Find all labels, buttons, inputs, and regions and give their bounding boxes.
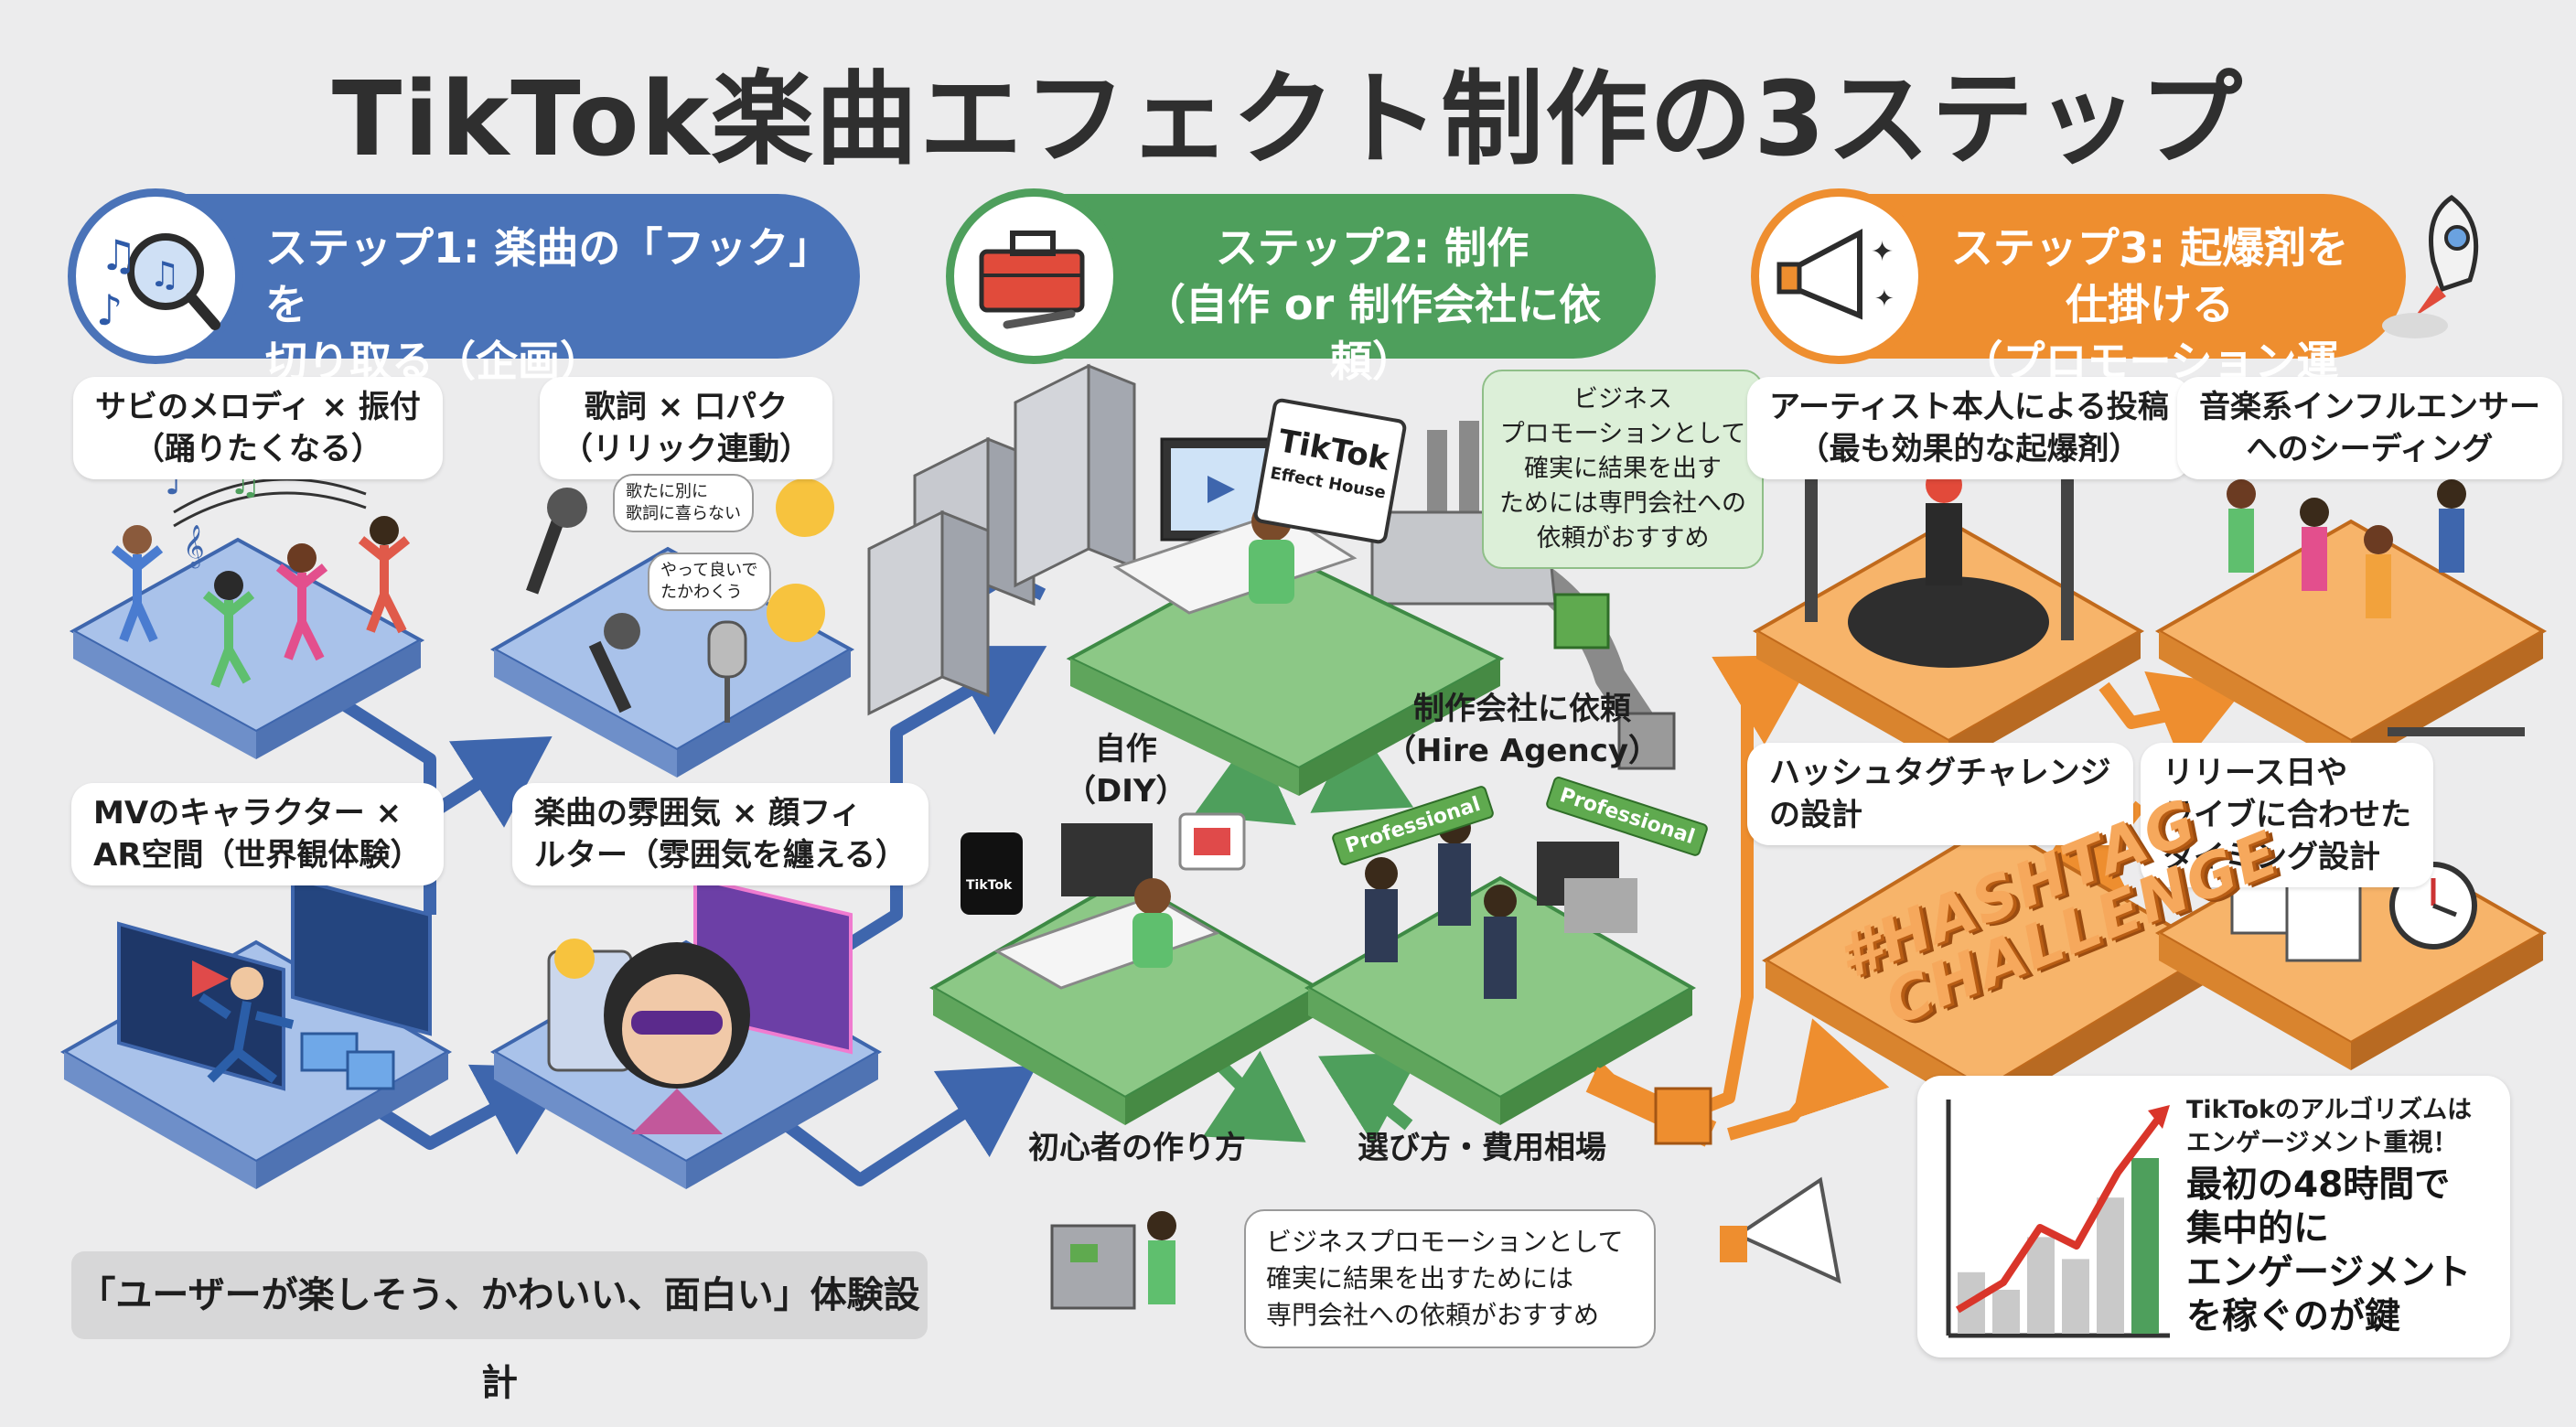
growth-trend-line [1955, 1115, 2163, 1314]
page-title: TikTok楽曲エフェクト制作の3ステップ [331, 60, 2245, 179]
pipe-connector [1585, 1067, 1717, 1147]
growth-bars [1958, 1158, 2159, 1334]
emoji-icons [554, 478, 834, 979]
label-agency: 制作会社に依頼 （Hire Agency） [1385, 691, 1660, 769]
step2-banner: ステップ2: 制作 （自作 or 制作会社に依頼） [946, 188, 1656, 386]
svg-text:♪: ♪ [96, 285, 123, 335]
card-big-line1: 最初の48時間で [2186, 1164, 2451, 1206]
label-dance: サビのメロディ × 振付 （踊りたくなる） [73, 377, 443, 479]
step3-banner-line1: ステップ3: 起爆剤を仕掛ける [1950, 223, 2349, 329]
megaphone-icon: ✦ ✦ [1776, 229, 1894, 320]
growth-chart-icon [1946, 1100, 2170, 1338]
platform-mv [59, 875, 453, 1189]
dancers-illustration [111, 477, 411, 688]
svg-text:✦: ✦ [1871, 236, 1894, 268]
label-timing: リリース日や ライブに合わせた タイミング設計 [2141, 743, 2433, 887]
label-influencer: 音楽系インフルエンサー へのシーディング [2177, 377, 2562, 479]
rocket-icon [2382, 194, 2479, 338]
platform-influencer [2154, 479, 2548, 768]
platform-mood [489, 875, 883, 1189]
step2-banner-line1: ステップ2: 制作 [1215, 223, 1530, 273]
small-desk-illustration [1050, 1211, 1176, 1310]
svg-text:✦: ✦ [1874, 285, 1894, 313]
growth-bar [1992, 1290, 2020, 1334]
platform-diy [928, 812, 1322, 1125]
step2-banner-line2: （自作 or 制作会社に依頼） [1143, 280, 1602, 386]
growth-bar [2062, 1259, 2089, 1334]
card-big-line4: を稼ぐのが鍵 [2186, 1296, 2401, 1337]
svg-text:𝄞: 𝄞 [183, 525, 205, 569]
card-small-line1: TikTokのアルゴリズムは [2186, 1096, 2473, 1124]
label-beginner: 初心者の作り方 [1028, 1130, 1246, 1166]
city-buildings-illustration [867, 363, 1136, 716]
label-hashtag: ハッシュタグチャレンジ の設計 [1747, 743, 2133, 845]
music-search-icon: ♫ ♪ ♫ [96, 231, 220, 335]
label-lyric: 歌詞 × 口パク （リリック連動） [540, 377, 832, 479]
platform-agency [1304, 811, 1697, 1125]
effect-house-sign: TikTok Effect House [1252, 397, 1408, 545]
step2-bottom-note: ビジネスプロモーションとして 確実に結果を出すためには 専門会社への依頼がおすす… [1244, 1209, 1656, 1348]
step1-banner: ♫ ♪ ♫ ステップ1: 楽曲の「フック」を 切り取る（企画） [68, 188, 860, 386]
step3-banner: ✦ ✦ ステップ3: 起爆剤を仕掛ける （プロモーション運用） [1751, 188, 2406, 443]
step2-recommendation-note: ビジネス プロモーションとして 確実に結果を出す ためには専門会社への 依頼がお… [1482, 370, 1764, 569]
label-mood: 楽曲の雰囲気 × 顔フィ ルター（雰囲気を纏える） [512, 783, 928, 885]
step1-experience-design: 「ユーザーが楽しそう、かわいい、面白い」体験設計 [71, 1251, 928, 1404]
card-big-line3: エンゲージメント [2186, 1252, 2472, 1293]
card-big-line2: 集中的に [2186, 1208, 2330, 1250]
label-choose-cost: 選び方・費用相場 [1358, 1130, 1606, 1166]
microphones-illustration [526, 488, 747, 723]
trend-arrowhead [2148, 1105, 2170, 1129]
platform-dance [69, 537, 425, 759]
growth-bar [2097, 1197, 2124, 1334]
megaphone-illustration [1720, 1176, 1841, 1284]
label-diy: 自作 （DIY） [1065, 731, 1187, 810]
lyric-speech-bubble-2: やって良いで たかわくう [648, 553, 771, 611]
platform-lyric [489, 546, 855, 778]
svg-text:♫: ♫ [149, 254, 180, 295]
card-small-line2: エンゲージメント重視！ [2186, 1129, 2458, 1157]
label-artist: アーティスト本人による投稿 （最も効果的な起爆剤） [1747, 377, 2191, 479]
step1-banner-line1: ステップ1: 楽曲の「フック」を [265, 223, 810, 329]
growth-bar [2027, 1237, 2055, 1334]
tiktok-logo-icon: TikTok [966, 878, 1013, 893]
algorithm-card: TikTokのアルゴリズムは エンゲージメント重視！ 最初の48時間で 集中的に… [1917, 1076, 2510, 1357]
growth-bar [2131, 1158, 2159, 1334]
toolbox-icon [979, 231, 1085, 329]
platform-artist [1752, 439, 2145, 768]
svg-text:♫: ♫ [100, 231, 137, 280]
label-mv: MVのキャラクター × AR空間（世界観体験） [71, 783, 444, 885]
lyric-speech-bubble-1: 歌たに別に 歌詞に喜らない [613, 474, 754, 532]
